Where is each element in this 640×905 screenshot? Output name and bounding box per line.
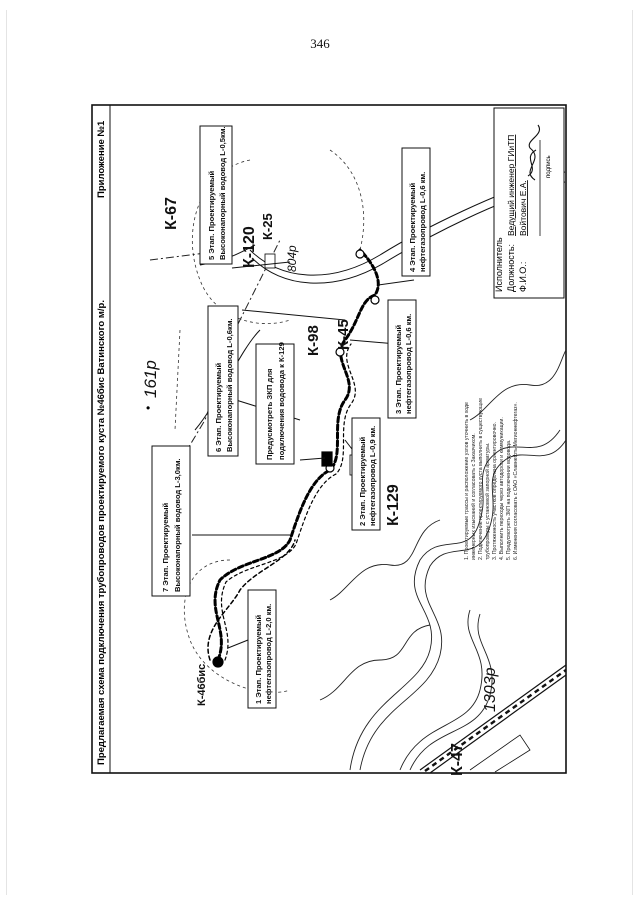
stage6-line2: Высоконапорный водовод L-0,6км. [225,318,234,452]
note-6: 4. Выполнить переходы через автодороги и… [499,417,505,560]
handwritten-signature [527,124,541,181]
stage5-line1: 5 Этап. Проектируемый [207,170,216,260]
stage3-line2: нефтегазопровод L-0,6 км. [404,314,413,414]
well-k98: К-98 [305,325,322,356]
scan-edge-right [632,10,633,895]
stage7-line2: Высоконапорный водовод L-3,0км. [173,458,182,592]
name-value: Войтович Е.А. [518,180,528,236]
sheet-appendix: Приложение №1 [96,120,107,198]
note-1: 1. Проектируемые трассы и расположение у… [464,402,470,560]
page-number: 346 [310,36,330,51]
note-2: инженерных изысканий и согласовать с Зак… [470,433,477,560]
zkp-line1: Предусмотреть ЗКП для [265,369,274,460]
position-value: Ведущий инженер ГИиТП [506,135,516,236]
marker-1303: 1303р [482,667,499,712]
stage2-line2: нефтегазопровод L-0,9 км. [368,426,377,526]
signature-block: Исполнитель Должность: Ф.И.О.: Ведущий и… [493,107,565,299]
stage4-line1: 4 Этап. Проектируемый [408,182,417,272]
marker-161: 161р [141,360,160,398]
well-k47: К-47 [449,743,466,776]
stage3-line1: 3 Этап. Проектируемый [394,324,403,414]
stage4-line2: нефтегазопровод L-0,6 км. [418,172,427,272]
stage1-line2: нефтегазопровод L-2,0 км. [264,604,273,704]
marker-161-symbol: • [146,401,150,415]
position-label: Должность: [506,244,516,292]
zkp-line2: подключения водовода к К-129 [277,342,286,460]
stage7-line1: 7 Этап. Проектируемый [161,502,170,592]
executor-label: Исполнитель [494,237,504,292]
notes-block: 1. Проектируемые трассы и расположение у… [464,398,519,560]
marker-labels: 161р 804р 1303р [141,245,499,712]
callout-boxes [151,125,431,709]
callout-texts: 1 Этап. Проектируемый нефтегазопровод L-… [161,126,427,704]
marker-804: 804р [285,245,299,272]
railway [419,664,567,774]
note-4: трубопроводы с установкой запорной армат… [484,443,491,560]
well-k67: К-67 [163,197,180,230]
note-5: 3. Протяженность участков определена ори… [492,422,498,560]
stage6-line1: 6 Этап. Проектируемый [214,362,223,452]
well-k45: К-45 [335,319,352,350]
well-k120: К-120 [241,226,258,268]
note-7: 5. Предусмотреть ЗКП на подключении водо… [506,440,512,560]
map-frame [91,104,567,774]
sheet-title: Предлагаемая схема подключения трубопров… [96,300,107,765]
terrain-streams [319,349,567,771]
name-label: Ф.И.О.: [518,262,528,292]
well-k46bis: К-46бис [196,664,208,706]
well-k25: К-25 [260,213,275,240]
well-labels: К-67 К-120 К-25 К-98 К-45 К-129 К-46бис … [163,197,466,776]
pipeline-routes [207,248,380,662]
scan-edge-left [6,10,7,895]
note-8: 6. Изменения согласовать с ОАО «Славнефт… [513,402,519,560]
stage1-line1: 1 Этап. Проектируемый [254,614,263,704]
stage2-line1: 2 Этап. Проектируемый [358,436,367,526]
stage5-line2: Высоконапорный водовод L-0,5км. [218,126,227,260]
sign-caption: подпись [546,155,552,178]
well-k129: К-129 [385,484,402,526]
note-3: 2. Подключение проектируемого куста выпо… [478,398,484,560]
